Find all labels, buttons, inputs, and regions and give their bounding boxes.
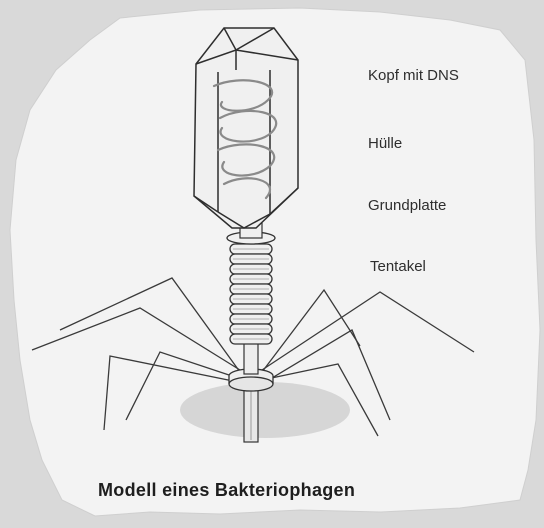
label-sheath: Hülle: [368, 135, 402, 152]
label-baseplate: Grundplatte: [368, 197, 446, 214]
diagram-caption: Modell eines Bakteriophagen: [98, 480, 355, 501]
head-capsid: [194, 28, 298, 228]
shadow: [180, 382, 350, 438]
tail-core: [244, 340, 258, 374]
label-head: Kopf mit DNS: [368, 67, 459, 84]
sheath: [230, 244, 272, 344]
label-tentacles: Tentakel: [370, 258, 426, 275]
tail-tube: [244, 386, 258, 442]
